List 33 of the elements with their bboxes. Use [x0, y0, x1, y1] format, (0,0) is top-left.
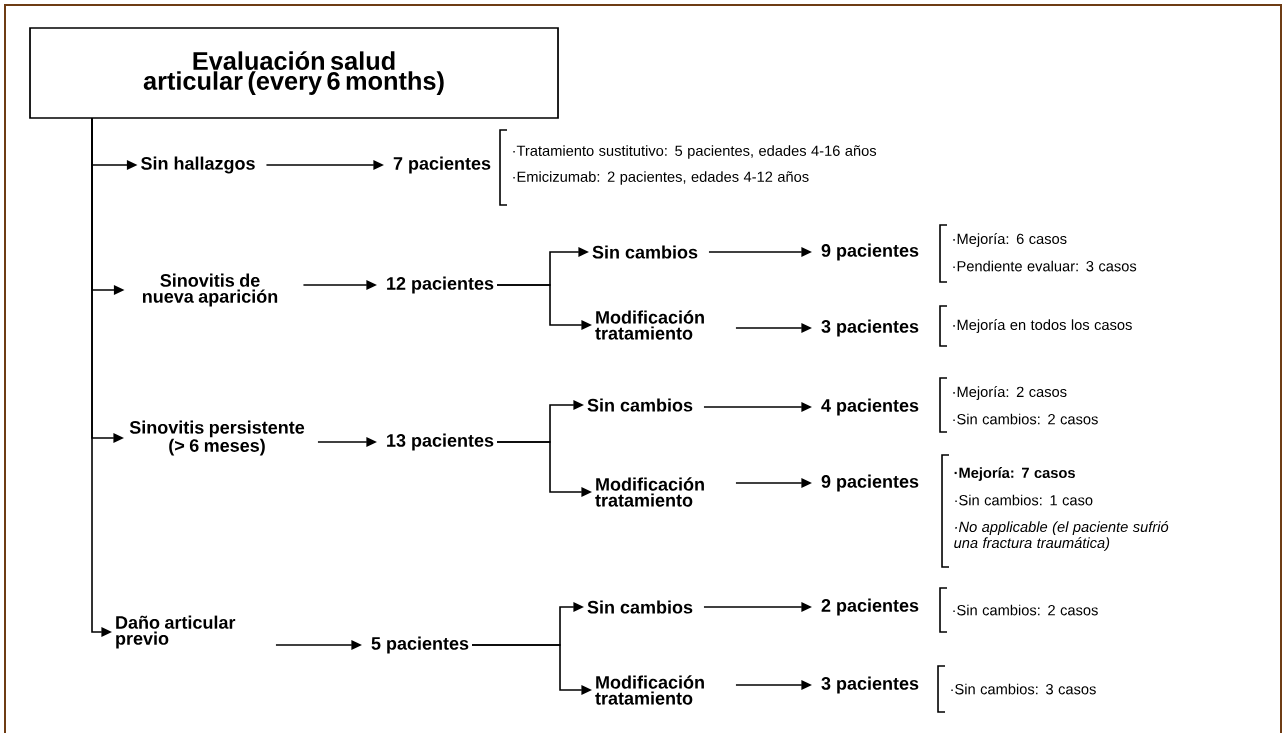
step-label: Sinovitis persistente (> 6 meses) [129, 420, 305, 456]
step-label: Modificación tratamiento [595, 310, 704, 340]
step-label: 13 pacientes [387, 433, 494, 451]
note-text: ·Tratamiento sustitutivo: 5 pacientes, edades 4-16 años [513, 145, 877, 159]
step-label: Sin cambios [587, 600, 693, 614]
step-label: 4 pacientes [821, 398, 919, 416]
step-label: Sinovitis de nueva aparición [142, 273, 278, 307]
step-label: 9 pacientes [821, 474, 919, 492]
note-text: ·Mejoría: 7 casos [954, 467, 1075, 481]
note-text: ·Mejoría en todos los casos [953, 319, 1132, 333]
note-text: ·Sin cambios: 3 casos [951, 683, 1096, 695]
step-label: Sin cambios [587, 398, 693, 412]
step-label: Modificación tratamiento [595, 675, 704, 705]
step-label: 5 pacientes [371, 636, 469, 654]
note-text: ·Mejoría: 6 casos [953, 233, 1067, 247]
note-text: ·Pendiente evaluar: 3 casos [953, 260, 1137, 272]
note-text: ·Sin cambios: 2 casos [953, 604, 1098, 616]
note-text: ·Sin cambios: 2 casos [953, 413, 1098, 425]
step-label: Sin cambios [592, 245, 698, 259]
note-text: ·Emicizumab: 2 pacientes, edades 4-12 años [513, 171, 809, 185]
step-label: 9 pacientes [821, 243, 919, 261]
note-text: ·No applicable (el paciente sufrió una fractura traumática) [954, 521, 1169, 551]
title-box: Evaluación salud articular (every 6 months) [29, 27, 559, 119]
step-label: 2 pacientes [821, 598, 919, 616]
note-text: ·Mejoría: 2 casos [953, 386, 1067, 400]
step-label: Modificación tratamiento [595, 477, 704, 507]
step-label: Daño articular previo [116, 615, 236, 649]
note-text: ·Sin cambios: 1 caso [955, 494, 1093, 506]
step-label: 3 pacientes [821, 676, 919, 694]
step-label: 7 pacientes [393, 156, 491, 174]
step-label: 12 pacientes [387, 276, 494, 294]
step-label: Sin hallazgos [141, 156, 255, 174]
step-label: 3 pacientes [821, 319, 919, 337]
